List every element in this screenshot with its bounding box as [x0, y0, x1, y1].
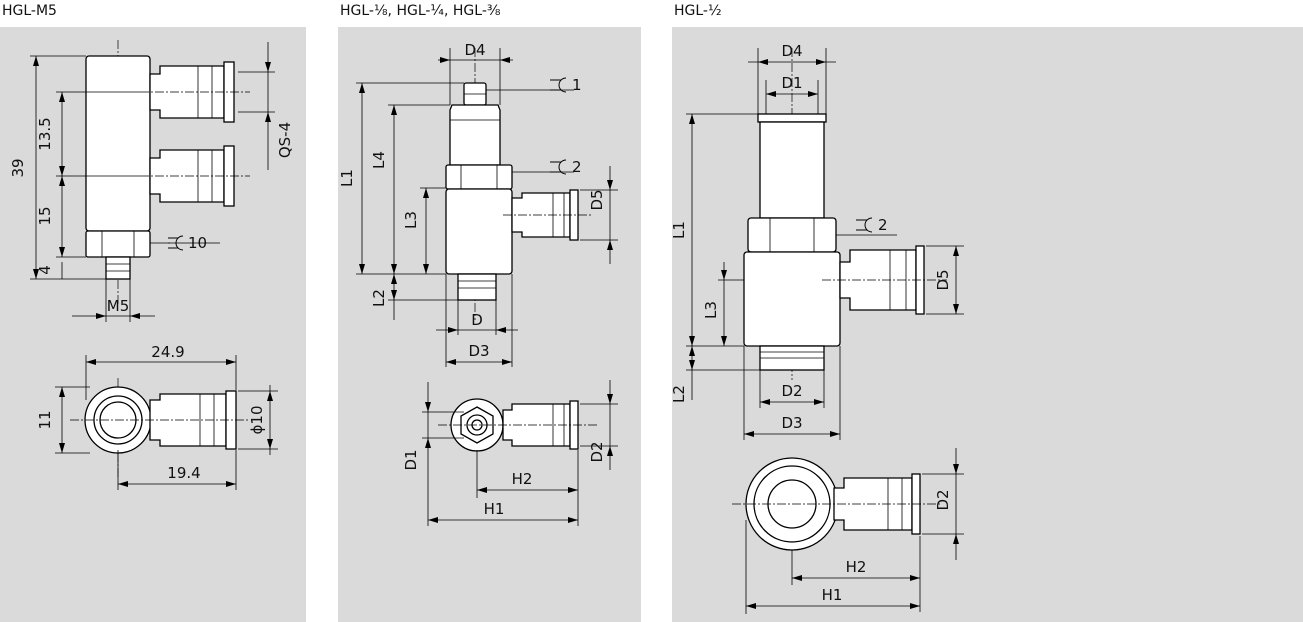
cap [757, 113, 827, 123]
thread [457, 273, 497, 301]
drawing-area: 39 13.5 15 4 M5 10 QS-4 [0, 27, 306, 622]
drawing-hgl-small: D4 1 2 L1 L4 L3 [338, 41, 618, 526]
dim-l1: L1 [338, 169, 356, 187]
panel-title-text: HGL-M5 [2, 3, 57, 19]
drawing-area: D4 D1 2 L1 L3 L2 [672, 27, 1303, 622]
dim-d3: D3 [468, 342, 489, 360]
dim-l4: L4 [370, 151, 388, 169]
dim-l2: L2 [370, 289, 388, 307]
panel-title-text: HGL-⅛, HGL-¼, HGL-⅜ [340, 3, 501, 19]
dim-d5: D5 [934, 269, 952, 290]
drawing-area: D4 1 2 L1 L4 L3 [338, 27, 641, 622]
body-hex [747, 217, 837, 253]
thread-m5 [105, 256, 131, 280]
dim-tube: QS-4 [276, 122, 294, 158]
dim-h2: H2 [846, 558, 867, 576]
housing [445, 188, 513, 275]
dim-h2: H2 [512, 470, 533, 488]
panel-hgl-m5: HGL-M5 39 [0, 0, 306, 622]
dim-h1: H1 [822, 586, 843, 604]
dim-width-top: 24.9 [151, 343, 184, 361]
dim-diameter: ϕ10 [248, 406, 266, 435]
dim-l2: L2 [672, 385, 688, 403]
dim-width-bottom: 19.4 [167, 464, 200, 482]
dim-wrench2: 2 [572, 158, 582, 176]
dim-l3: L3 [702, 301, 720, 319]
dim-l1: L1 [672, 221, 688, 239]
dim-height-side: 11 [36, 410, 54, 429]
dim-d4: D4 [781, 42, 802, 60]
dim-h1: H1 [484, 500, 505, 518]
dim-d1: D1 [402, 449, 420, 470]
dim-d: D [471, 311, 483, 329]
hex-nut [85, 230, 151, 258]
dim-overall-height: 39 [9, 158, 27, 177]
wrench-icon [550, 77, 567, 93]
dim-d1: D1 [781, 74, 802, 92]
dim-d4: D4 [464, 41, 485, 59]
drawing-hgl-half: D4 D1 2 L1 L3 L2 [672, 42, 964, 614]
wrench-icon [550, 159, 567, 175]
dim-l3: L3 [402, 211, 420, 229]
panel-title-text: HGL-½ [674, 3, 722, 19]
dim-d2: D2 [781, 382, 802, 400]
dim-lower: 15 [36, 206, 54, 225]
panel-hgl-half: HGL-½ D4 [672, 0, 1303, 622]
adjusting-sleeve [449, 104, 501, 166]
dim-thread-length: 4 [36, 265, 54, 275]
dim-d3: D3 [781, 414, 802, 432]
adjusting-sleeve [759, 121, 825, 219]
wrench-icon [856, 217, 873, 233]
housing [743, 251, 841, 347]
panel-title: HGL-⅛, HGL-¼, HGL-⅜ [338, 0, 641, 26]
body [85, 55, 151, 232]
body-hex [445, 164, 513, 190]
dim-d2: D2 [588, 441, 606, 462]
panel-hgl-small: HGL-⅛, HGL-¼, HGL-⅜ [338, 0, 641, 622]
dim-spacing: 13.5 [36, 117, 54, 150]
dim-d2-side: D2 [934, 489, 952, 510]
drawing-hgl-m5: 39 13.5 15 4 M5 10 QS-4 [9, 40, 294, 490]
dim-d5: D5 [588, 189, 606, 210]
dim-wrench1: 1 [572, 76, 582, 94]
panel-title: HGL-M5 [0, 0, 306, 26]
panel-title: HGL-½ [672, 0, 1303, 26]
dim-wrench2: 2 [878, 216, 888, 234]
dim-thread: M5 [107, 297, 130, 315]
